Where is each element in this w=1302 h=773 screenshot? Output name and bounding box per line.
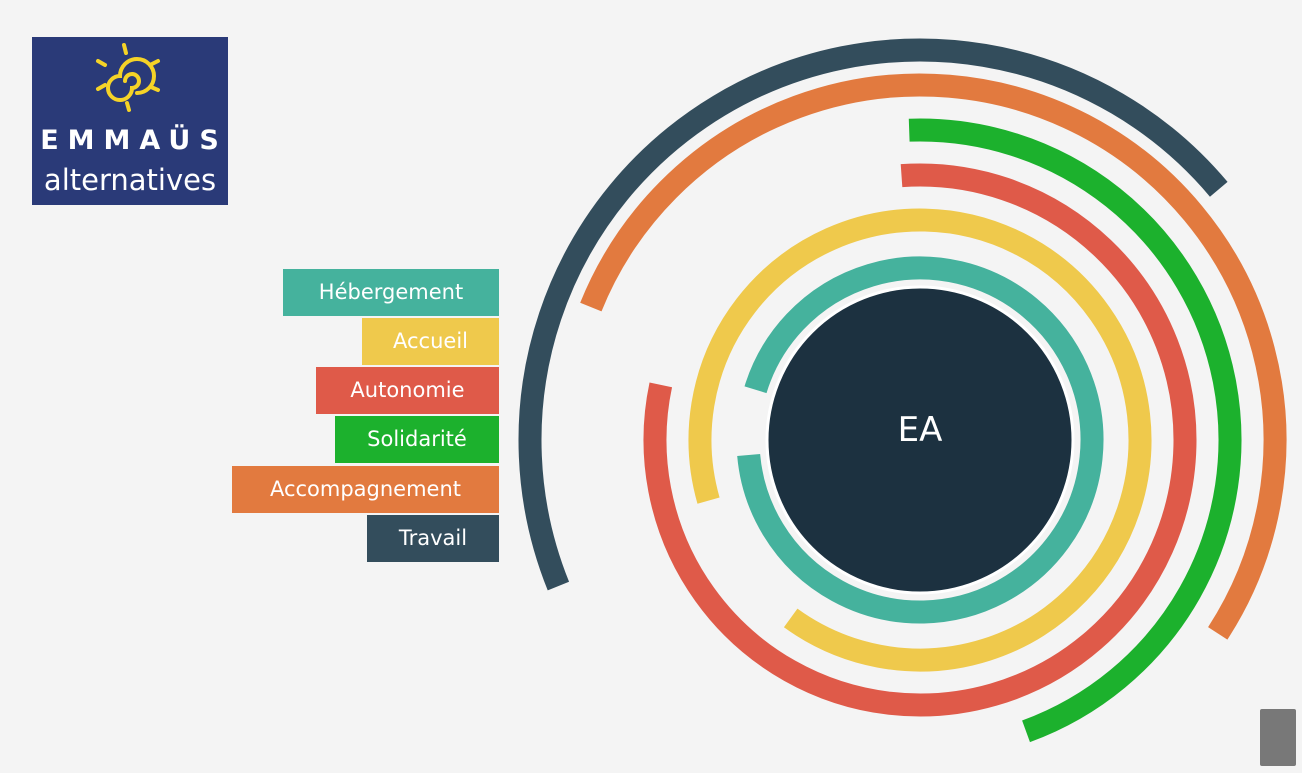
- ring-arc-2: [643, 163, 1197, 717]
- logo-title: EMMAÜS: [40, 125, 228, 156]
- ring-arc-4: [580, 73, 1287, 640]
- legend-item-2: Autonomie: [316, 367, 499, 414]
- center-circle: [765, 285, 1075, 595]
- ring-arc-0: [737, 256, 1104, 624]
- scroll-handle[interactable]: [1260, 709, 1296, 766]
- sun-icon: [96, 43, 160, 112]
- emmaus-logo: EMMAÜS alternatives: [32, 37, 228, 205]
- legend-item-3: Solidarité: [335, 416, 499, 463]
- legend-item-0: Hébergement: [283, 269, 499, 316]
- legend-item-5: Travail: [367, 515, 499, 562]
- ring-arc-5: [518, 38, 1228, 591]
- legend-item-4: Accompagnement: [232, 466, 499, 513]
- logo-subtitle: alternatives: [43, 163, 217, 197]
- ring-arc-1: [688, 208, 1152, 672]
- ring-arc-3: [908, 118, 1242, 743]
- legend-item-1: Accueil: [362, 318, 499, 365]
- center-label: EA: [897, 410, 943, 450]
